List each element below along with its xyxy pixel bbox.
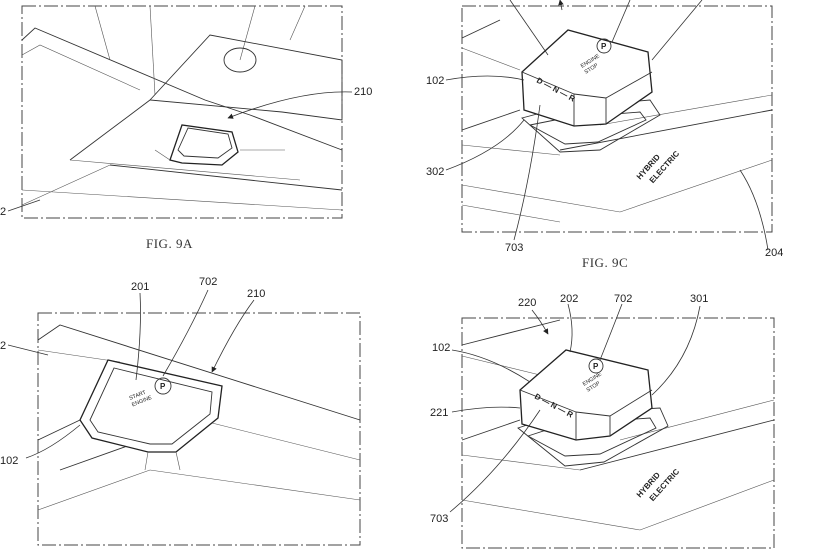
- figure-9d-label-102: 102: [432, 342, 450, 354]
- figure-9b-park-icon: [154, 377, 172, 395]
- figure-9b-leader-210: [211, 299, 255, 373]
- figure-9a-caption: FIG. 9A: [146, 236, 193, 251]
- figure-9d-leader-102: [451, 349, 531, 383]
- figure-9d-leader-202: [567, 303, 573, 353]
- figure-9b-frame: [37, 312, 361, 546]
- figure-9c-park-icon: [596, 38, 612, 54]
- figure-9c-label-302: 302: [426, 166, 444, 178]
- figure-9d-label-202: 202: [560, 293, 578, 305]
- figure-9b-console-drawing: [37, 324, 361, 511]
- figure-9c: ENGINE STOP P D — N — R HYBRID ELECTRIC …: [426, 0, 783, 270]
- figure-9c-leader-204: [739, 169, 769, 251]
- figure-9d-label-301: 301: [690, 293, 708, 305]
- figure-9b-park-symbol: P: [160, 382, 166, 391]
- figure-9a-frame: [21, 5, 343, 219]
- figure-9a-label-cut: 2: [0, 206, 6, 218]
- figure-9b-label-cut: 2: [0, 340, 6, 352]
- figure-9b-label-201: 201: [131, 281, 149, 293]
- figure-9d-leader-703: [449, 409, 541, 513]
- figure-9b-leader-702: [162, 289, 209, 377]
- figure-9d-leader-702: [599, 303, 623, 361]
- figure-9c-label-102: 102: [426, 75, 444, 87]
- figure-9a-console-drawing: [21, 5, 343, 211]
- figure-9d-leader-220: [531, 309, 549, 335]
- figure-9d-leader-301: [651, 305, 701, 396]
- figure-9d-park-icon: [588, 358, 604, 374]
- figure-9a-leader-210: [227, 91, 353, 119]
- figure-9c-leader-102: [445, 75, 525, 81]
- figure-9c-console-drawing: [461, 19, 773, 223]
- figure-9d-label-703: 703: [430, 513, 448, 525]
- figure-9c-frame: [461, 5, 773, 233]
- figure-9b-label-702: 702: [199, 276, 217, 288]
- figure-9d-leader-221: [451, 406, 521, 413]
- figure-9c-park-symbol: P: [601, 42, 607, 51]
- figure-9b-leader-201: [135, 292, 141, 381]
- figure-9c-leader-703: [513, 104, 541, 241]
- figure-9d-label-702: 702: [614, 293, 632, 305]
- figure-9c-label-204: 204: [765, 247, 783, 259]
- figure-9b-leader-102: [25, 424, 81, 459]
- figure-9d-label-220: 220: [518, 297, 536, 309]
- figure-9b-label-210: 210: [247, 288, 265, 300]
- figure-9d-badge: HYBRID ELECTRIC: [635, 467, 682, 503]
- figure-9c-badge: HYBRID ELECTRIC: [635, 149, 682, 185]
- figure-9a-label-210: 210: [354, 86, 372, 98]
- figure-9a: 210 2 FIG. 9A: [0, 5, 372, 251]
- figure-9d-frame: [461, 317, 775, 549]
- figure-9c-caption: FIG. 9C: [582, 255, 628, 270]
- figure-9c-label-703: 703: [505, 242, 523, 254]
- figure-9c-leader-302: [445, 119, 525, 171]
- figure-9d-label-221: 221: [430, 407, 448, 419]
- figure-9b-label-102: 102: [0, 455, 18, 467]
- figure-9d: ENGINE STOP P D — N — R HYBRID ELECTRIC …: [430, 293, 775, 549]
- figure-9d-park-symbol: P: [593, 362, 599, 371]
- figure-9b: START ENGINE P 201 702 210 102 2: [0, 276, 361, 546]
- figure-9d-console-drawing: [461, 319, 775, 531]
